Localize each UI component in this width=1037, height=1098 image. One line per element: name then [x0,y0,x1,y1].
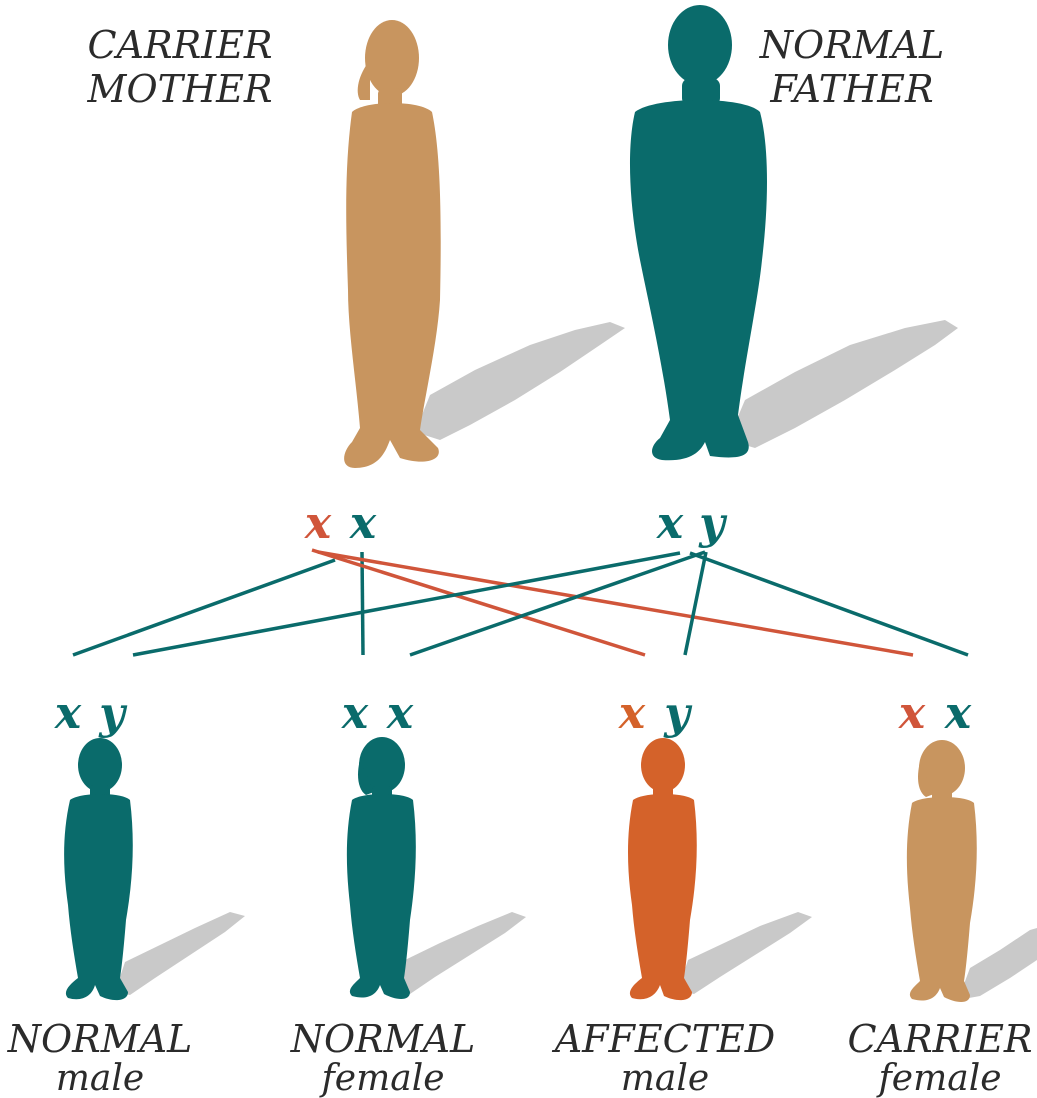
mother-gene-2: x [349,498,377,549]
child-3-shadow [678,912,812,994]
father-gene-2: y [698,498,728,549]
line-father-y-to-child-1 [410,552,705,655]
child-1-label-line2: male [56,1058,144,1098]
child-2-label-line1: NORMAL [290,1017,476,1061]
child-2-gene-2: x [386,688,414,739]
child-3-label-line1: AFFECTED [552,1017,776,1061]
line-father-y-to-child-3 [685,552,706,655]
child-1-gene-2: y [98,688,128,739]
mother-label-line2: MOTHER [87,67,273,111]
child-2-figure [347,737,416,999]
child-1-figure [64,738,133,1000]
child-1-gene-1: x [54,688,82,739]
child-4-gene-1: x [898,688,926,739]
mother-label-line1: CARRIER [87,23,272,67]
child-3-gene-2: y [663,688,693,739]
child-1-shadow [115,912,245,995]
child-4-gene-2: x [944,688,972,739]
child-3-figure [628,738,697,1000]
father-label-line2: FATHER [769,67,933,111]
mother-figure [344,20,441,468]
mother-gene-1: x [304,498,332,549]
child-4-shadow [958,928,1037,1000]
mother-shadow [415,322,625,440]
child-2-gene-1: x [341,688,369,739]
child-4-figure [907,740,977,1002]
child-4-label-line1: CARRIER [847,1017,1032,1061]
father-shadow [728,320,958,448]
inheritance-lines [73,550,968,655]
father-gene-1: x [656,498,684,549]
child-2-shadow [395,912,526,994]
child-3-label-line2: male [621,1058,709,1098]
child-1-label-line1: NORMAL [7,1017,193,1061]
father-label-line1: NORMAL [759,23,945,67]
child-2-label-line2: female [318,1058,444,1098]
father-figure [630,5,767,460]
child-4-label-line2: female [875,1058,1001,1098]
child-3-gene-1: x [618,688,646,739]
